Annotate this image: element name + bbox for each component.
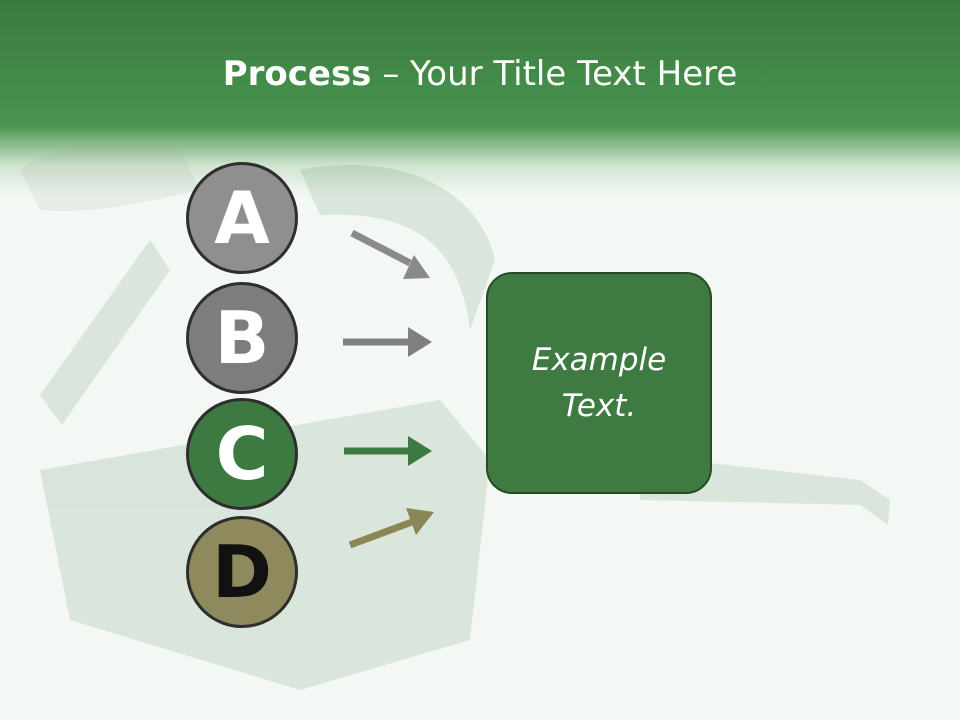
arrow-c bbox=[344, 436, 432, 466]
arrow-d bbox=[348, 508, 434, 549]
title-bold: Process bbox=[222, 54, 372, 94]
result-box: Example Text. bbox=[486, 272, 712, 494]
title-banner bbox=[0, 0, 960, 200]
step-circle-a: A bbox=[186, 162, 298, 274]
arrow-b bbox=[343, 327, 432, 357]
arrow-a bbox=[350, 229, 430, 279]
step-circle-c: C bbox=[186, 398, 298, 510]
step-circle-b: B bbox=[186, 282, 298, 394]
step-circle-d: D bbox=[186, 516, 298, 628]
title-rest: – Your Title Text Here bbox=[371, 54, 738, 94]
result-box-text: Example Text. bbox=[531, 342, 667, 424]
slide-title: Process – Your Title Text Here bbox=[0, 52, 960, 96]
